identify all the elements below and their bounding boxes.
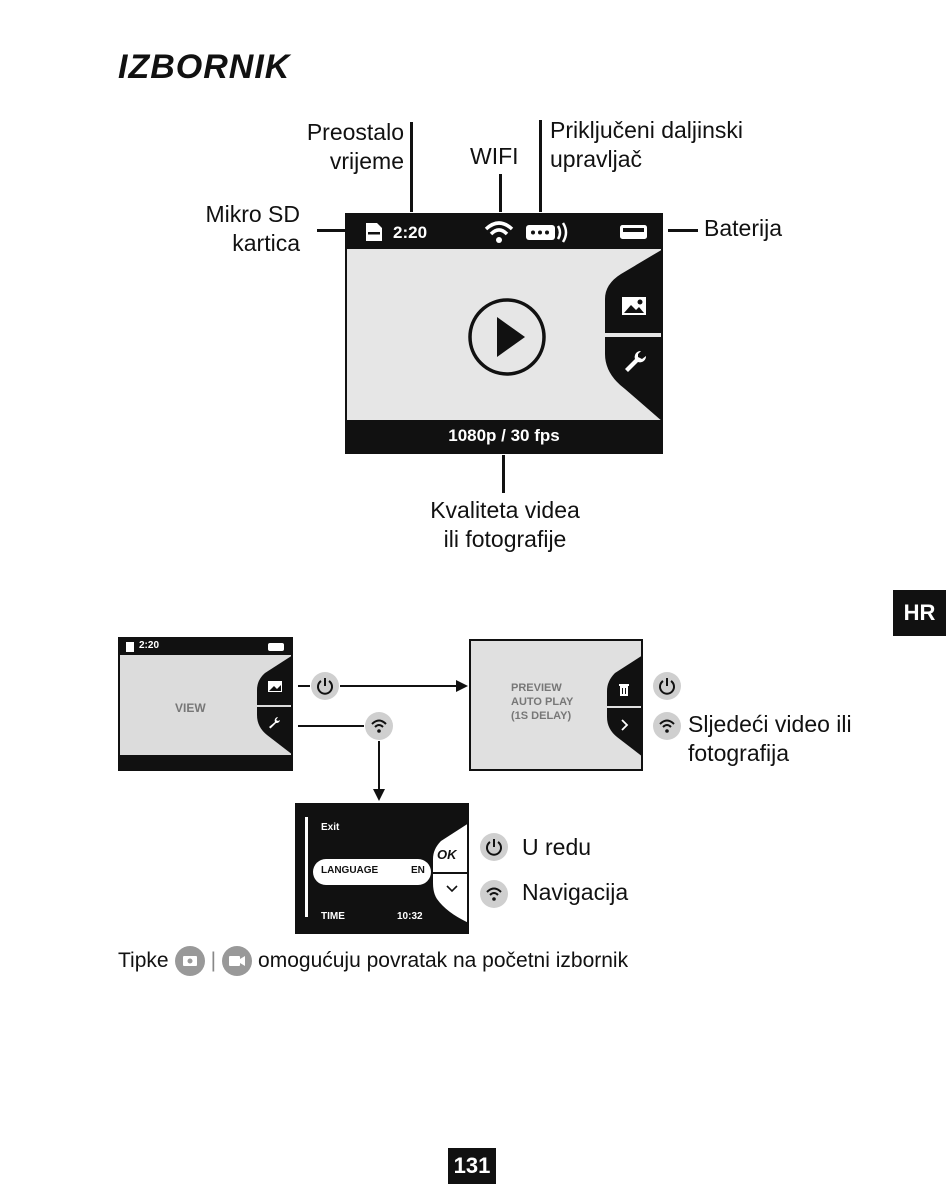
preview-wifi-hint (653, 712, 681, 740)
leader-line-remote (539, 120, 542, 212)
callout-sd-card: Mikro SD kartica (190, 200, 300, 258)
preview-line-3: (1S DELAY) (511, 710, 572, 722)
leader-line-remaining-time (410, 122, 413, 212)
footer-separator: | (210, 949, 217, 972)
settings-screen: Exit LANGUAGE EN TIME 10:32 OK (295, 803, 469, 934)
legend-wifi-hint (480, 880, 508, 908)
arrow-power-line-b (340, 685, 458, 687)
legend-nav-label: Navigacija (522, 879, 629, 905)
view-gallery-icon[interactable] (268, 681, 282, 692)
language-tab: HR (893, 590, 946, 636)
next-label-line2: fotografija (688, 740, 790, 766)
remote-connected-icon (526, 222, 568, 243)
callout-remote-line2: upravljač (550, 146, 643, 172)
callout-quality-line1: Kvaliteta videa (430, 497, 580, 523)
camera-screen: 2:20 1080p / 30 fps (345, 213, 663, 454)
view-side-menu (255, 656, 291, 754)
view-status-bar: 2:20 (120, 639, 291, 655)
view-time: 2:20 (139, 640, 160, 651)
view-label: VIEW (175, 701, 206, 715)
photo-icon (182, 956, 197, 966)
callout-remote: Priključeni daljinski upravljač (550, 116, 743, 174)
callout-remaining-time-line1: Preostalo (306, 119, 404, 145)
preview-power-hint (653, 672, 681, 700)
view-screen: 2:20 VIEW (118, 637, 293, 771)
preview-line-1: PREVIEW (511, 682, 562, 694)
delete-icon[interactable] (618, 683, 630, 697)
power-button-hint (311, 672, 339, 700)
language-label: LANGUAGE (321, 865, 379, 876)
legend-ok-label: U redu (522, 834, 592, 860)
wifi-small-icon (486, 887, 502, 901)
language-value: EN (411, 865, 425, 876)
leader-line-wifi (499, 174, 502, 212)
photo-mode-button-icon (174, 946, 205, 976)
arrow-wifi-line-a (298, 725, 364, 727)
view-bottom-bar (120, 755, 291, 769)
settings-time-label[interactable]: TIME (321, 911, 345, 922)
wifi-icon (484, 221, 514, 243)
battery-icon (620, 225, 647, 239)
settings-time-value: 10:32 (397, 911, 423, 922)
page-number: 131 (448, 1148, 496, 1184)
arrow-head-right (456, 680, 468, 692)
sd-card-icon (366, 223, 382, 241)
callout-sd-line2: kartica (232, 230, 300, 256)
next-label: Sljedeći video ili fotografija (688, 710, 852, 768)
callout-quality-line2: ili fotografije (443, 526, 567, 552)
preview-text: PREVIEW AUTO PLAY (1S DELAY) (511, 681, 573, 723)
arrow-power-line-a (298, 685, 310, 687)
settings-language-row[interactable]: LANGUAGE EN (313, 859, 431, 885)
play-button-icon[interactable] (467, 297, 547, 377)
leader-line-sd (317, 229, 345, 232)
view-wrench-icon[interactable] (268, 716, 281, 729)
wifi-button-hint (365, 712, 393, 740)
callout-remaining-time-line2: vrijeme (329, 148, 404, 174)
preview-line-2: AUTO PLAY (511, 696, 574, 708)
video-camera-icon (229, 956, 246, 966)
view-sd-icon (126, 642, 134, 652)
arrow-head-down (373, 789, 385, 801)
leader-line-battery (668, 229, 698, 232)
callout-remaining-time: Preostalo vrijeme (270, 118, 404, 176)
callout-sd-line1: Mikro SD (205, 201, 300, 227)
page-title: IZBORNIK (118, 48, 291, 86)
next-label-line1: Sljedeći video ili (688, 711, 852, 737)
footer-note: Tipke | omogućuju povratak na početni iz… (118, 946, 628, 976)
preview-screen: PREVIEW AUTO PLAY (1S DELAY) (469, 639, 643, 771)
footer-prefix: Tipke (118, 949, 169, 972)
remaining-time: 2:20 (393, 223, 428, 242)
footer-suffix: omogućuju povratak na početni izbornik (258, 949, 629, 972)
chevron-down-icon[interactable] (446, 885, 458, 893)
video-mode-button-icon (222, 946, 253, 976)
status-bar: 2:20 (347, 215, 661, 249)
leader-line-quality (502, 455, 505, 493)
arrow-down-line (378, 741, 380, 791)
power-icon (659, 678, 675, 695)
resolution-bar: 1080p / 30 fps (347, 420, 661, 452)
settings-exit[interactable]: Exit (321, 822, 340, 833)
next-chevron-icon[interactable] (621, 719, 629, 731)
ok-button[interactable]: OK (437, 847, 457, 862)
power-icon (486, 839, 502, 856)
settings-side-menu (431, 824, 467, 923)
callout-remote-line1: Priključeni daljinski (550, 117, 744, 143)
callout-wifi: WIFI (470, 143, 519, 169)
wifi-small-icon (371, 719, 387, 733)
side-menu-panel (601, 250, 661, 421)
legend-power-hint (480, 833, 508, 861)
callout-quality: Kvaliteta videa ili fotografije (400, 496, 610, 554)
gallery-icon[interactable] (621, 296, 647, 316)
view-battery-icon (268, 643, 284, 651)
preview-side-menu (605, 656, 641, 756)
callout-battery: Baterija (704, 215, 782, 241)
settings-scrollbar[interactable] (305, 817, 308, 917)
settings-wrench-icon[interactable] (623, 349, 647, 373)
wifi-small-icon (659, 719, 675, 733)
power-icon (317, 678, 333, 695)
